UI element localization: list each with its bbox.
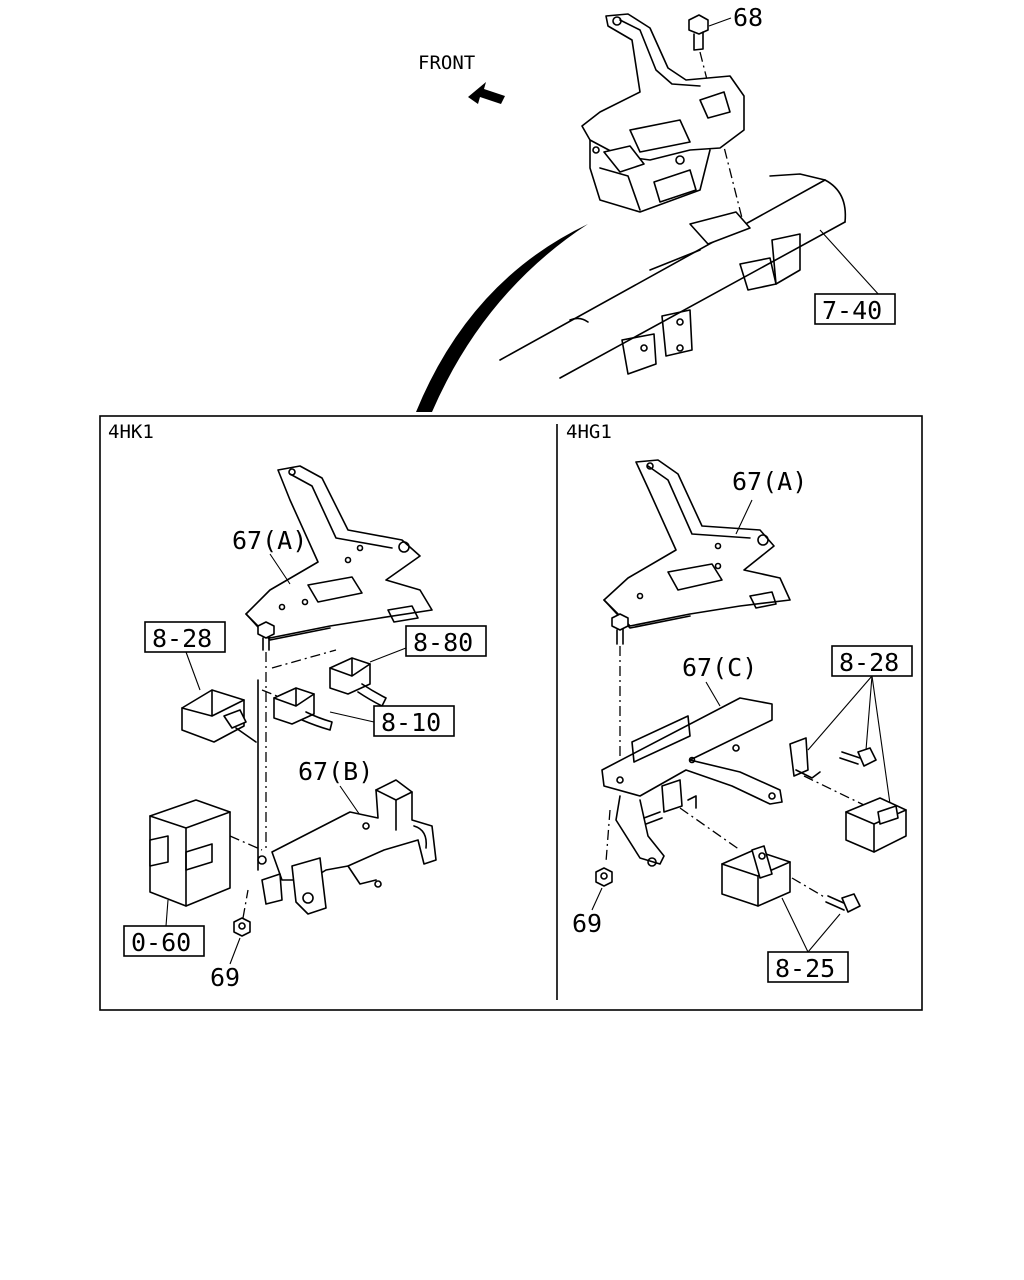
part-69-left-label: 69 xyxy=(210,963,240,992)
ref-0-60-label: 0-60 xyxy=(131,928,191,957)
bolt-8-25-icon xyxy=(825,893,861,913)
variant-4hg1: 4HG1 67(A) 67(C) xyxy=(566,421,913,983)
top-assembly: FRONT 68 xyxy=(416,3,896,412)
ref-8-10-box xyxy=(373,705,455,737)
part-69-right-label: 69 xyxy=(572,909,602,938)
bolt-left-icon xyxy=(257,621,275,651)
callout-curve xyxy=(416,224,588,412)
part-67b-label: 67(B) xyxy=(298,757,373,786)
connector-8-10 xyxy=(273,687,333,731)
ref-8-28-left-label: 8-28 xyxy=(152,624,212,653)
ref-8-28-left-box xyxy=(144,621,226,653)
ref-8-28-right-label: 8-28 xyxy=(839,648,899,677)
part-67a-left-label: 67(A) xyxy=(232,526,307,555)
nut-69-right-icon xyxy=(595,867,613,887)
ecu-0-60 xyxy=(149,799,263,907)
bolt-68-icon xyxy=(688,14,709,51)
variant-4hk1-label: 4HK1 xyxy=(108,421,154,443)
front-label: FRONT xyxy=(418,52,475,74)
bolt-8-28-right-icon xyxy=(839,747,877,767)
ref-7-40-label: 7-40 xyxy=(822,296,882,325)
inset-frame xyxy=(99,415,923,1011)
bracket-67c xyxy=(601,697,783,867)
ref-8-25-label: 8-25 xyxy=(775,954,835,983)
crossmember xyxy=(499,173,847,379)
upper-bracket xyxy=(581,13,745,213)
connector-8-80 xyxy=(329,657,387,707)
bracket-67b xyxy=(257,779,437,915)
variant-4hk1: 4HK1 67(A) 8-28 xyxy=(108,421,487,992)
ref-8-80-box xyxy=(405,625,487,657)
ref-0-60-box xyxy=(123,925,205,957)
bolt-right-icon xyxy=(611,613,629,645)
bracket-67a-left xyxy=(245,465,433,641)
part-67a-right-label: 67(A) xyxy=(732,467,807,496)
part-68-label: 68 xyxy=(733,3,763,32)
relay-8-28-right xyxy=(845,797,907,853)
relay-8-25 xyxy=(721,845,791,907)
ref-8-28-right-box xyxy=(831,645,913,677)
relay-8-28-left xyxy=(181,689,257,743)
ref-8-80-label: 8-80 xyxy=(413,628,473,657)
nut-69-left-icon xyxy=(233,917,251,937)
ref-7-40-box xyxy=(814,293,896,325)
stud-right-icon xyxy=(643,811,663,825)
relay-bracket-8-28-right xyxy=(789,737,821,779)
bracket-67a-right xyxy=(603,459,791,629)
front-arrow-icon xyxy=(468,82,505,104)
part-67c-label: 67(C) xyxy=(682,653,757,682)
variant-4hg1-label: 4HG1 xyxy=(566,421,612,443)
ref-8-10-label: 8-10 xyxy=(381,708,441,737)
